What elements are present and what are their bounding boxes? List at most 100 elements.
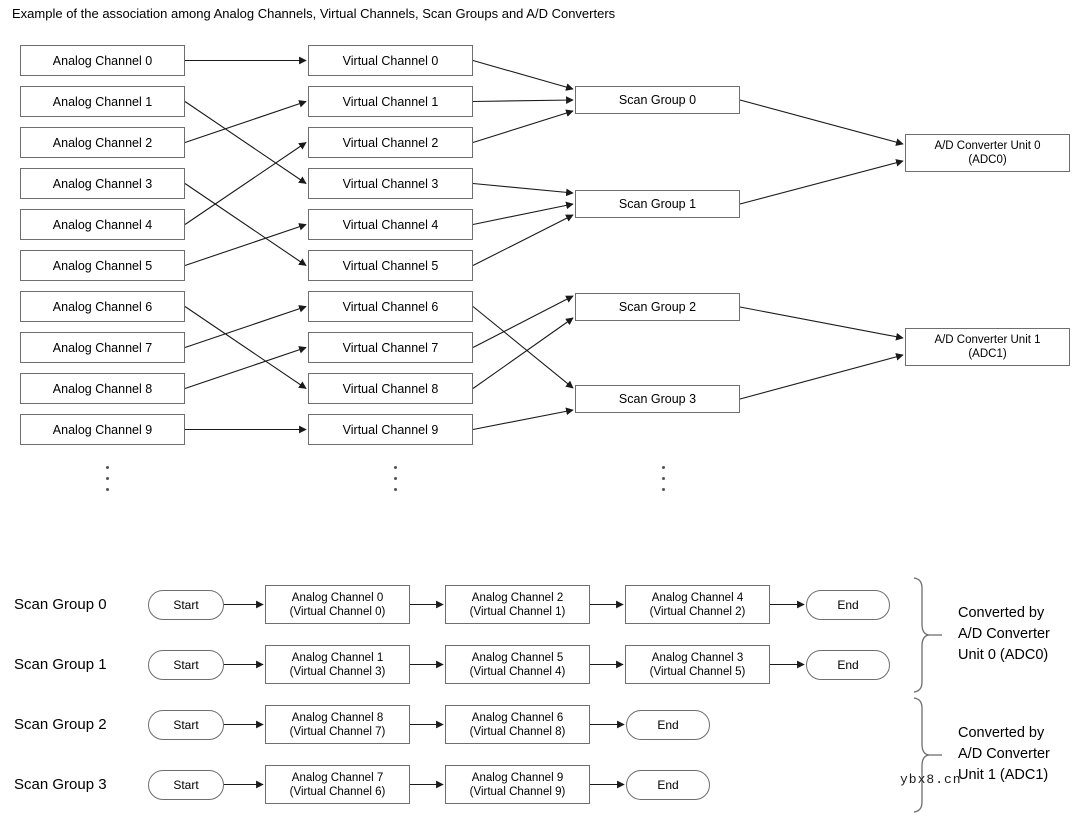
virtual-channel-1[interactable]: Virtual Channel 1 <box>308 86 473 117</box>
analog-channel-3[interactable]: Analog Channel 3 <box>20 168 185 199</box>
scan-group-3[interactable]: Scan Group 3 <box>575 385 740 413</box>
start-label: Start <box>173 777 199 792</box>
analog-channel-1-label: Analog Channel 1 <box>52 94 153 109</box>
analog-ellipsis <box>102 458 112 491</box>
page-title: Example of the association among Analog … <box>12 6 616 21</box>
end-node-row-3[interactable]: End <box>626 769 710 800</box>
scan-group-0[interactable]: Scan Group 0 <box>575 86 740 114</box>
link-analog3-virtual5 <box>184 183 307 266</box>
virtual-channel-6[interactable]: Virtual Channel 6 <box>308 291 473 322</box>
sequence-step-0-1[interactable]: Analog Channel 2(Virtual Channel 1) <box>445 585 590 624</box>
link-virtual8-scangroup2 <box>472 317 574 389</box>
link-virtual7-scangroup2 <box>472 295 574 348</box>
link-scangroup0-adc0 <box>739 99 904 146</box>
sequence-step-3-1-line2: (Virtual Channel 9) <box>469 785 566 798</box>
link-scangroup2-adc1 <box>739 306 904 341</box>
sequence-step-0-1-line1: Analog Channel 2 <box>471 591 564 604</box>
analog-channel-2-label: Analog Channel 2 <box>52 135 153 150</box>
link-analog8-virtual7 <box>184 346 307 390</box>
analog-channel-7-label: Analog Channel 7 <box>52 340 153 355</box>
scan-group-0-label: Scan Group 0 <box>618 93 697 107</box>
sequence-step-1-2-line1: Analog Channel 3 <box>651 651 744 664</box>
virtual-channel-0[interactable]: Virtual Channel 0 <box>308 45 473 76</box>
analog-channel-2[interactable]: Analog Channel 2 <box>20 127 185 158</box>
scan-group-1[interactable]: Scan Group 1 <box>575 190 740 218</box>
analog-channel-4-label: Analog Channel 4 <box>52 217 153 232</box>
analog-channel-3-label: Analog Channel 3 <box>52 176 153 191</box>
end-label: End <box>837 597 859 612</box>
virtual-channel-2[interactable]: Virtual Channel 2 <box>308 127 473 158</box>
sequence-step-1-0[interactable]: Analog Channel 1(Virtual Channel 3) <box>265 645 410 684</box>
brace-label-1-line2: A/D Converter <box>958 746 1050 762</box>
end-label: End <box>837 657 859 672</box>
brace-0 <box>913 577 931 693</box>
link-virtual4-scangroup1 <box>472 201 574 226</box>
analog-channel-8[interactable]: Analog Channel 8 <box>20 373 185 404</box>
link-scangroup1-adc0 <box>739 159 904 205</box>
sequence-step-3-0-line2: (Virtual Channel 6) <box>289 785 386 798</box>
analog-channel-1[interactable]: Analog Channel 1 <box>20 86 185 117</box>
adc-unit-1[interactable]: A/D Converter Unit 1(ADC1) <box>905 328 1070 366</box>
sequence-step-0-1-line2: (Virtual Channel 1) <box>469 605 566 618</box>
link-virtual3-scangroup1 <box>472 182 574 197</box>
virtual-channel-7[interactable]: Virtual Channel 7 <box>308 332 473 363</box>
analog-channel-9[interactable]: Analog Channel 9 <box>20 414 185 445</box>
sequence-step-1-1[interactable]: Analog Channel 5(Virtual Channel 4) <box>445 645 590 684</box>
scan-group-2[interactable]: Scan Group 2 <box>575 293 740 321</box>
sequence-step-1-0-line2: (Virtual Channel 3) <box>289 665 386 678</box>
analog-channel-6[interactable]: Analog Channel 6 <box>20 291 185 322</box>
link-analog7-virtual6 <box>184 305 307 349</box>
sequence-step-3-0[interactable]: Analog Channel 7(Virtual Channel 6) <box>265 765 410 804</box>
start-label: Start <box>173 717 199 732</box>
virtual-channel-3[interactable]: Virtual Channel 3 <box>308 168 473 199</box>
brace-label-0-line1: Converted by <box>958 605 1045 621</box>
link-virtual6-scangroup3 <box>472 306 574 389</box>
sequence-step-1-2[interactable]: Analog Channel 3(Virtual Channel 5) <box>625 645 770 684</box>
start-node-row-0[interactable]: Start <box>148 589 224 620</box>
watermark: ybx8.cn <box>900 772 962 787</box>
sequence-step-3-1[interactable]: Analog Channel 9(Virtual Channel 9) <box>445 765 590 804</box>
sequence-step-0-2-line1: Analog Channel 4 <box>651 591 744 604</box>
start-node-row-3[interactable]: Start <box>148 769 224 800</box>
virtual-channel-6-label: Virtual Channel 6 <box>342 299 439 314</box>
start-label: Start <box>173 657 199 672</box>
link-virtual1-scangroup0 <box>472 96 574 104</box>
sequence-step-2-0[interactable]: Analog Channel 8(Virtual Channel 7) <box>265 705 410 744</box>
link-analog6-virtual8 <box>184 306 307 389</box>
virtual-channel-9-label: Virtual Channel 9 <box>342 422 439 437</box>
analog-channel-5-label: Analog Channel 5 <box>52 258 153 273</box>
end-node-row-1[interactable]: End <box>806 649 890 680</box>
virtual-channel-4[interactable]: Virtual Channel 4 <box>308 209 473 240</box>
analog-channel-0-label: Analog Channel 0 <box>52 53 153 68</box>
sequence-step-2-1[interactable]: Analog Channel 6(Virtual Channel 8) <box>445 705 590 744</box>
start-node-row-2[interactable]: Start <box>148 709 224 740</box>
end-node-row-0[interactable]: End <box>806 589 890 620</box>
virtual-channel-8[interactable]: Virtual Channel 8 <box>308 373 473 404</box>
scan-sequence-label-1: Scan Group 1 <box>14 655 107 673</box>
sequence-step-0-0-line1: Analog Channel 0 <box>291 591 384 604</box>
analog-channel-0[interactable]: Analog Channel 0 <box>20 45 185 76</box>
start-node-row-1[interactable]: Start <box>148 649 224 680</box>
brace-label-1-line3: Unit 1 (ADC1) <box>958 767 1049 783</box>
adc-unit-0[interactable]: A/D Converter Unit 0(ADC0) <box>905 134 1070 172</box>
link-virtual9-scangroup3 <box>472 407 574 431</box>
sequence-step-0-2[interactable]: Analog Channel 4(Virtual Channel 2) <box>625 585 770 624</box>
sequence-step-0-0[interactable]: Analog Channel 0(Virtual Channel 0) <box>265 585 410 624</box>
adc-unit-1-line2: (ADC1) <box>968 348 1007 360</box>
virtual-channel-9[interactable]: Virtual Channel 9 <box>308 414 473 445</box>
link-analog1-virtual3 <box>184 101 307 184</box>
scan-sequence-label-0: Scan Group 0 <box>14 595 107 613</box>
sequence-step-3-1-line1: Analog Channel 9 <box>471 771 564 784</box>
analog-channel-4[interactable]: Analog Channel 4 <box>20 209 185 240</box>
end-node-row-2[interactable]: End <box>626 709 710 740</box>
analog-channel-6-label: Analog Channel 6 <box>52 299 153 314</box>
analog-channel-5[interactable]: Analog Channel 5 <box>20 250 185 281</box>
scan-group-2-label: Scan Group 2 <box>618 300 697 314</box>
analog-channel-7[interactable]: Analog Channel 7 <box>20 332 185 363</box>
virtual-channel-5[interactable]: Virtual Channel 5 <box>308 250 473 281</box>
end-label: End <box>657 777 679 792</box>
brace-1 <box>913 697 931 813</box>
